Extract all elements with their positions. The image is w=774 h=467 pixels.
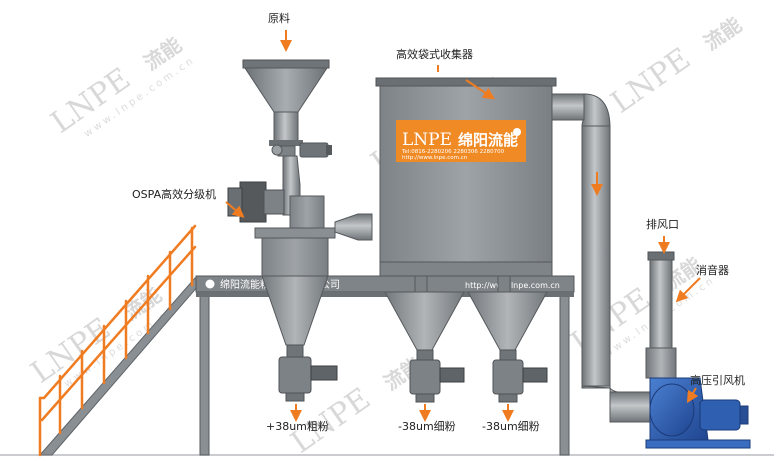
- classifier-motor: [239, 181, 267, 223]
- stair-handrail: [38, 224, 197, 400]
- label-silencer: 消音器: [696, 263, 729, 277]
- bag-collector: LNPE 绵阳流能 Tel:0816-2280206 2280306 22807…: [375, 77, 557, 277]
- label-fine-outlet-2: -38um细粉: [482, 420, 540, 433]
- arrow-fan: [686, 387, 699, 404]
- collection-cones: [261, 275, 548, 351]
- label-fine-outlet-1: -38um细粉: [398, 420, 456, 433]
- feed-hopper: [242, 59, 332, 158]
- watermark: LNPE 流能: [605, 12, 746, 120]
- valve-fine-1: [409, 349, 465, 403]
- high-pressure-fan: [645, 377, 751, 449]
- watermark-brand-cn: 流能: [699, 12, 746, 55]
- collector-brand-panel: [396, 120, 526, 162]
- silencer: [645, 251, 677, 379]
- label-bag-collector: 高效袋式收集器: [396, 47, 473, 61]
- label-raw-material: 原料: [268, 11, 290, 25]
- cone-fine-2: [467, 291, 548, 351]
- classifier: [227, 155, 373, 277]
- arrow-bag-collector: [465, 79, 495, 100]
- rotary-valves: [278, 344, 548, 403]
- label-classifier: OSPA高效分级机: [132, 187, 216, 201]
- panel-brand-cn: 绵阳流能: [458, 131, 518, 149]
- label-exhaust-port: 排风口: [646, 217, 679, 231]
- panel-contact: Tel:0816-2280206 2280306 2280700: [401, 149, 505, 155]
- fan-motor: [699, 399, 741, 431]
- valve-fine-2: [492, 349, 548, 403]
- banner-url: http://www.lnpe.com.cn: [465, 281, 560, 290]
- cone-fine-1: [384, 291, 465, 351]
- exhaust-port-cap: [647, 251, 675, 261]
- label-fan: 高压引风机: [690, 373, 745, 387]
- watermark: LNPE 流能 www.lnpe.com.cn: [45, 32, 198, 140]
- arrow-silencer: [675, 277, 701, 303]
- annotation-arrows: [225, 30, 701, 422]
- label-coarse-outlet: +38um粗粉: [266, 420, 329, 433]
- labels: 原料 高效袋式收集器 OSPA高效分级机 排风口 消音器 高压引风机 +38um…: [132, 11, 745, 433]
- panel-website: http://www.lnpe.com.cn: [402, 155, 468, 161]
- panel-brand-en: LNPE: [402, 130, 452, 150]
- valve-coarse: [278, 344, 338, 402]
- exhaust-duct: [551, 93, 655, 423]
- watermark-brand: LNPE: [605, 41, 697, 120]
- arrow-classifier: [225, 201, 245, 218]
- cone-coarse: [261, 275, 329, 346]
